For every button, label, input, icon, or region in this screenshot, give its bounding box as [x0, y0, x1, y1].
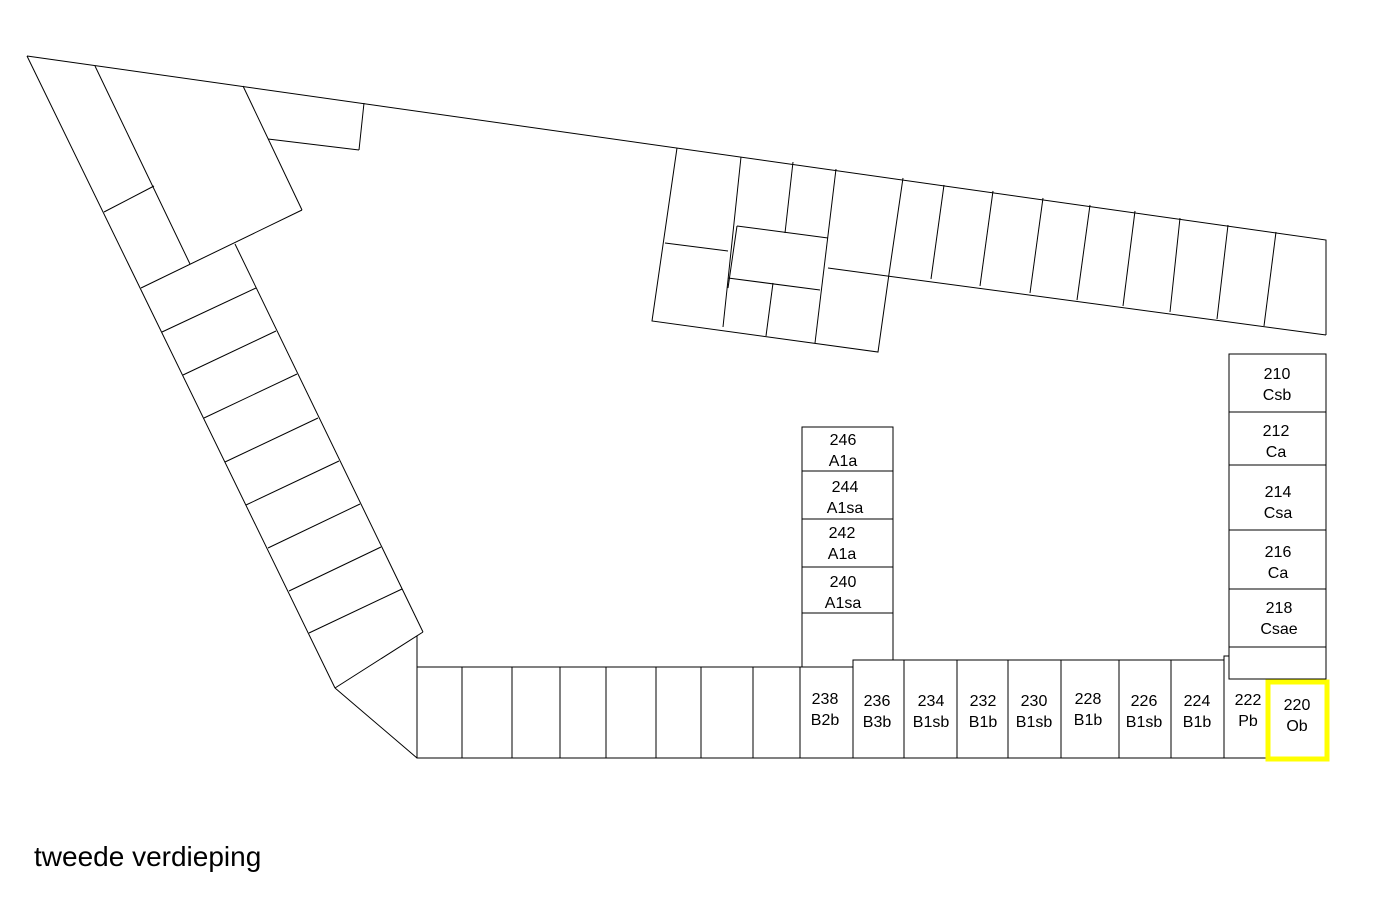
unit-number: 244 [832, 479, 859, 496]
unit-number: 222 [1235, 692, 1262, 709]
unit-type: B1b [1183, 714, 1212, 731]
unit-number: 232 [970, 693, 997, 710]
south-row-cells [416, 636, 801, 759]
unit-number: 234 [918, 693, 945, 710]
unit-type: B1b [1074, 712, 1103, 729]
unit-212[interactable]: 212 Ca [1228, 411, 1327, 466]
unit-type: B2b [811, 712, 840, 729]
unit-220[interactable]: 220 Ob [1265, 679, 1330, 762]
unit-236[interactable]: 236 B3b [852, 659, 905, 759]
unit-number: 236 [864, 693, 891, 710]
unit-type: B1sb [1126, 714, 1163, 731]
unit-230[interactable]: 230 B1sb [1007, 659, 1062, 759]
unit-246[interactable]: 246 A1a [801, 426, 894, 472]
unlabeled-cell [1228, 646, 1327, 680]
unit-244[interactable]: 244 A1sa [801, 470, 894, 520]
unit-210[interactable]: 210 Csb [1228, 353, 1327, 413]
unit-218[interactable]: 218 Csae [1228, 588, 1327, 648]
unit-type: Ca [1268, 565, 1289, 582]
unit-number: 212 [1263, 423, 1290, 440]
unit-number: 240 [830, 574, 857, 591]
unit-type: Pb [1238, 713, 1258, 730]
unit-number: 226 [1131, 693, 1158, 710]
unit-number: 214 [1265, 484, 1292, 501]
north-block-cells [651, 147, 1327, 353]
unit-238[interactable]: 238 B2b [799, 666, 854, 759]
unit-type: B1b [969, 714, 998, 731]
unit-type: Ca [1266, 444, 1287, 461]
unit-240[interactable]: 240 A1sa [801, 566, 894, 614]
selected-unit-highlight [1265, 679, 1330, 762]
unit-number: 224 [1184, 693, 1211, 710]
unlabeled-cell [801, 612, 894, 668]
unit-type: A1a [829, 453, 858, 470]
unit-type: A1sa [825, 595, 862, 612]
unit-type: Csae [1260, 621, 1297, 638]
floor-label: tweede verdieping [34, 841, 262, 872]
unit-type: Csa [1264, 505, 1293, 522]
building-outline [26, 55, 1327, 759]
unit-number: 230 [1021, 693, 1048, 710]
unit-216[interactable]: 216 Ca [1228, 529, 1327, 590]
unit-number: 228 [1075, 691, 1102, 708]
unit-type: B1sb [913, 714, 950, 731]
unit-214[interactable]: 214 Csa [1228, 464, 1327, 531]
unit-number: 216 [1265, 544, 1292, 561]
unit-226[interactable]: 226 B1sb [1118, 659, 1172, 759]
unit-type: Ob [1286, 718, 1307, 735]
unit-number: 238 [812, 691, 839, 708]
unit-224[interactable]: 224 B1b [1170, 659, 1225, 759]
unit-type: B1sb [1016, 714, 1053, 731]
unit-number: 210 [1264, 366, 1291, 383]
unit-number: 218 [1266, 600, 1293, 617]
unit-type: A1sa [827, 500, 864, 517]
unit-234[interactable]: 234 B1sb [903, 659, 958, 759]
unit-232[interactable]: 232 B1b [956, 659, 1009, 759]
unit-number: 246 [830, 432, 857, 449]
west-wing-cells [94, 65, 424, 634]
unit-type: A1a [828, 546, 857, 563]
unit-228[interactable]: 228 B1b [1060, 659, 1120, 759]
unit-number: 242 [829, 525, 856, 542]
unit-type: B3b [863, 714, 892, 731]
unit-type: Csb [1263, 387, 1292, 404]
unit-number: 220 [1284, 697, 1311, 714]
unit-242[interactable]: 242 A1a [801, 518, 894, 568]
